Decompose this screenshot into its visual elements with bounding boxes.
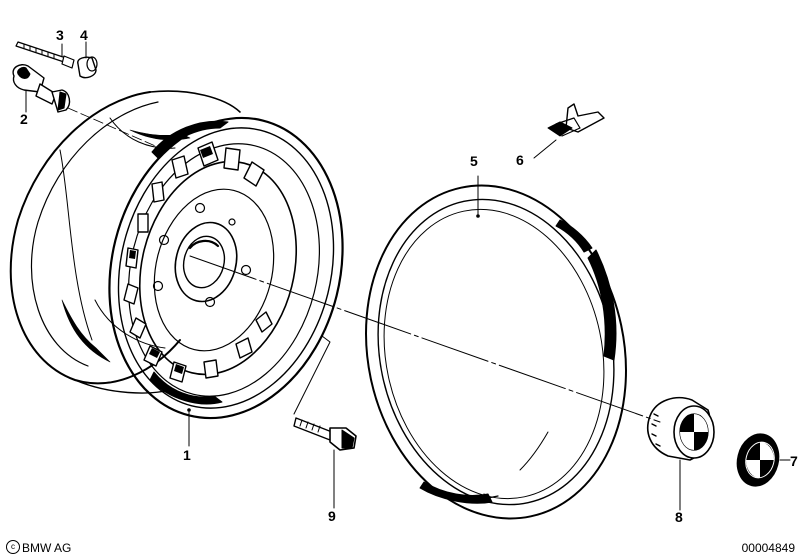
copyright-icon: c [6,540,20,554]
callout-2: 2 [20,111,28,127]
emblem [736,433,791,487]
callout-6: 6 [516,152,524,168]
hub-cap [646,396,715,511]
valve-insert [15,41,75,69]
document-id: 00004849 [741,541,795,555]
callout-1: 1 [183,447,191,463]
callout-4: 4 [80,27,88,43]
callout-5: 5 [470,153,478,169]
wheel-axis-line [189,255,661,423]
callout-3: 3 [56,27,64,43]
valve-cap [77,41,98,79]
copyright-text: BMW AG [22,541,72,555]
wheel-bolt [293,335,357,509]
balance-weight [533,103,605,159]
callout-labels: 1 2 3 4 5 6 7 8 9 [20,27,798,525]
callout-7: 7 [790,453,798,469]
callout-9: 9 [328,508,336,524]
trim-ring [365,175,627,520]
steel-wheel-rim [9,90,344,447]
tire-valve [12,64,161,149]
callout-8: 8 [675,509,683,525]
